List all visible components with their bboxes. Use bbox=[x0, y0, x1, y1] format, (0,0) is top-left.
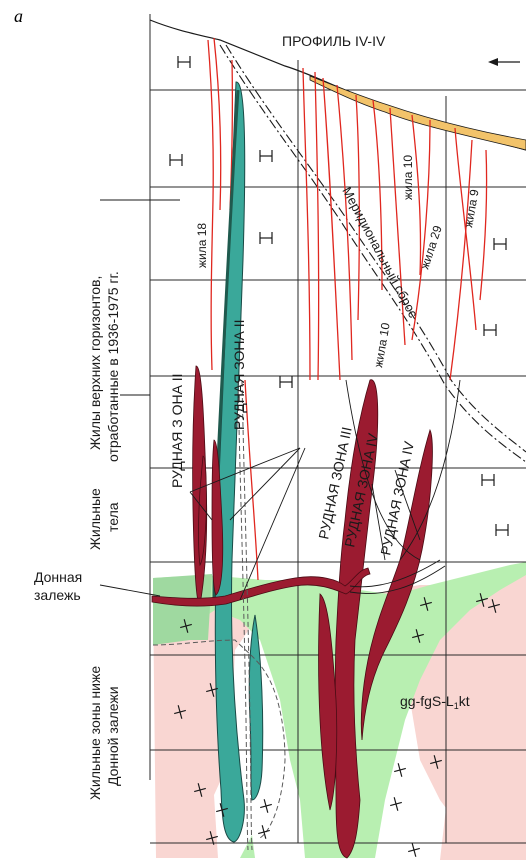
left-label-lower-2: Донной залежи bbox=[105, 686, 121, 786]
surface-cover bbox=[309, 75, 526, 151]
ore-zone-ii-label-a: РУДНАЯ З ОНА II bbox=[169, 373, 185, 488]
left-label-middle-2: тела bbox=[105, 502, 121, 532]
profile-title: ПРОФИЛЬ IV-IV bbox=[282, 33, 386, 49]
dashed-boundaries bbox=[152, 381, 286, 851]
leader-lines bbox=[99, 199, 421, 601]
left-label-bottom-deposit-1: Донная bbox=[34, 569, 82, 585]
ore-zone-ii-branch bbox=[248, 614, 264, 801]
meridional-fault bbox=[219, 44, 526, 463]
granite-formula: gg-fgS-L1kt bbox=[400, 693, 470, 711]
ore-zone-ii-label-b: РУДНАЯ ЗОНА II bbox=[231, 319, 247, 430]
vein-label-10-lower: жила 10 bbox=[371, 321, 393, 368]
granite-symbols bbox=[174, 593, 500, 857]
greenstone-symbols bbox=[169, 56, 509, 536]
vein-label-18: жила 18 bbox=[195, 223, 209, 268]
thin-veins bbox=[207, 37, 488, 581]
figure-letter: а bbox=[14, 6, 23, 26]
left-label-lower-1: Жильные зоны ниже bbox=[87, 666, 103, 800]
left-label-upper-1: Жилы верхних горизонтов, bbox=[87, 276, 103, 450]
ore-zone-ii-dark bbox=[192, 365, 224, 606]
left-label-bottom-deposit-2: залежь bbox=[34, 587, 81, 603]
direction-arrow bbox=[488, 58, 520, 66]
deposit-outlines bbox=[345, 379, 461, 594]
vein-label-10-upper: жила 10 bbox=[401, 155, 415, 200]
left-label-middle-1: Жильные bbox=[87, 488, 103, 550]
left-label-upper-2: отработанные в 1936-1975 гг. bbox=[105, 271, 121, 462]
ore-zone-iv bbox=[318, 379, 433, 859]
vein-label-9: жила 9 bbox=[461, 188, 482, 229]
vein-label-29: жила 29 bbox=[418, 223, 445, 271]
bottom-deposit bbox=[151, 567, 371, 607]
